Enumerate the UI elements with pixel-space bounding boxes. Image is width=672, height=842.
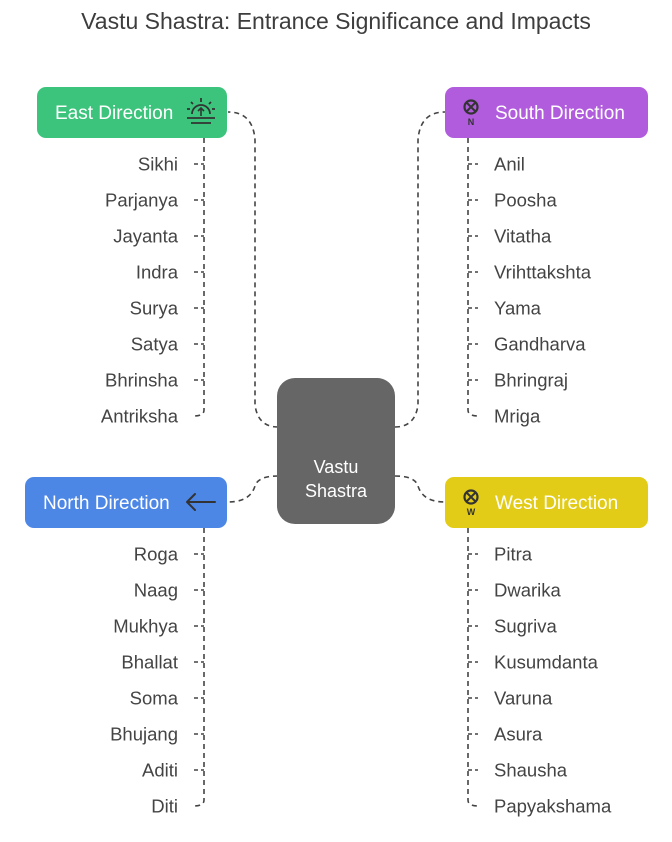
compass-west-icon: W	[463, 489, 479, 517]
list-item: Mriga	[494, 406, 541, 427]
list-item: Jayanta	[113, 226, 179, 247]
branch-south: AnilPooshaVitathaVrihttakshtaYamaGandhar…	[445, 87, 648, 427]
west-direction-label: West Direction	[495, 493, 618, 514]
list-item: Pitra	[494, 544, 533, 565]
compass-letter: W	[467, 507, 476, 517]
list-item: Kusumdanta	[494, 652, 599, 673]
list-item: Papyakshama	[494, 796, 612, 817]
list-item: Sugriva	[494, 616, 557, 637]
list-item: Parjanya	[105, 190, 179, 211]
connector-east	[227, 111, 279, 428]
arrow-left-icon	[186, 493, 216, 511]
list-item: Varuna	[494, 688, 553, 709]
list-item: Vitatha	[494, 226, 552, 247]
branch-west: PitraDwarikaSugrivaKusumdantaVarunaAsura…	[445, 477, 648, 817]
list-item: Indra	[136, 262, 179, 283]
compass-letter: N	[468, 117, 475, 127]
center-label-line1: Vastu	[314, 457, 359, 477]
list-item: Naag	[134, 580, 178, 601]
south-direction-box	[445, 87, 648, 138]
branch-spine	[193, 528, 205, 807]
list-item: Antriksha	[101, 406, 179, 427]
list-item: Gandharva	[494, 334, 586, 355]
list-item: Poosha	[494, 190, 557, 211]
list-item: Surya	[130, 298, 179, 319]
west-direction-box	[445, 477, 648, 528]
compass-north-icon: N	[463, 99, 479, 127]
list-item: Vrihttakshta	[494, 262, 592, 283]
list-item: Asura	[494, 724, 543, 745]
branch-spine	[193, 138, 205, 417]
sunrise-icon	[187, 98, 215, 124]
list-item: Yama	[494, 298, 542, 319]
list-item: Roga	[134, 544, 179, 565]
connector-west	[394, 475, 446, 503]
east-direction-box	[37, 87, 227, 138]
list-item: Aditi	[142, 760, 178, 781]
diagram-title: Vastu Shastra: Entrance Significance and…	[81, 8, 591, 34]
list-item: Dwarika	[494, 580, 562, 601]
list-item: Shausha	[494, 760, 568, 781]
connector-south	[394, 111, 446, 428]
list-item: Anil	[494, 154, 525, 175]
connector-north	[227, 475, 279, 503]
north-direction-box	[25, 477, 227, 528]
list-item: Bhrinsha	[105, 370, 179, 391]
list-item: Diti	[151, 796, 178, 817]
center-node: Vastu Shastra	[277, 378, 395, 524]
branch-east: SikhiParjanyaJayantaIndraSuryaSatyaBhrin…	[37, 87, 227, 427]
list-item: Bhujang	[110, 724, 178, 745]
list-item: Soma	[130, 688, 179, 709]
east-direction-label: East Direction	[55, 103, 173, 124]
list-item: Bhallat	[121, 652, 178, 673]
branch-north: RogaNaagMukhyaBhallatSomaBhujangAditiDit…	[25, 477, 227, 817]
north-direction-label: North Direction	[43, 493, 170, 514]
list-item: Mukhya	[113, 616, 178, 637]
list-item: Bhringraj	[494, 370, 568, 391]
south-direction-label: South Direction	[495, 103, 625, 124]
branch-spine	[467, 528, 479, 807]
list-item: Satya	[131, 334, 179, 355]
branch-spine	[467, 138, 479, 417]
list-item: Sikhi	[138, 154, 178, 175]
center-label-line2: Shastra	[305, 481, 368, 501]
